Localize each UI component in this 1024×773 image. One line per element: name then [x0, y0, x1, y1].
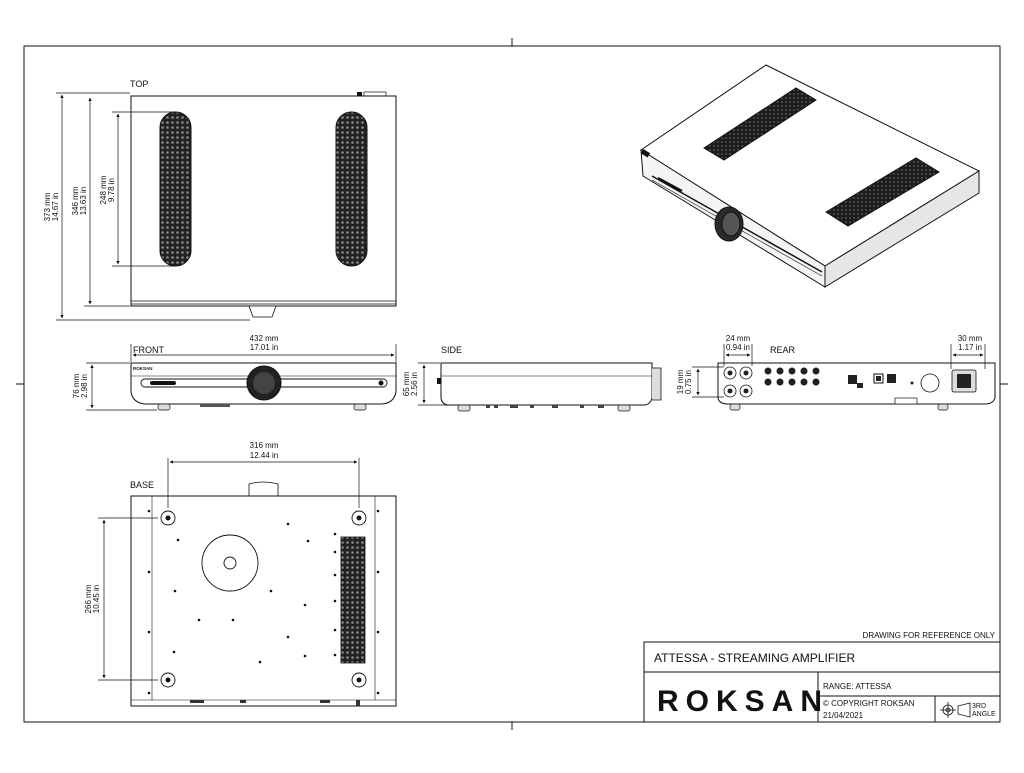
front-view: FRONT ROKSAN 432 mm 17.01 in 76 mm 2.98 … — [72, 334, 397, 411]
dim-24mm: 24 mm — [726, 334, 751, 343]
projection-text-1: 3RD — [972, 703, 986, 710]
top-view: TOP 373 mm 14.67 in 346 mm 13.63 in 248 … — [43, 79, 397, 321]
range-label: RANGE: ATTESSA — [823, 682, 892, 691]
dim-24in: 0.94 in — [726, 343, 750, 352]
dim-19mm: 19 mm — [676, 369, 685, 394]
dim-76mm: 76 mm — [72, 373, 81, 398]
base-vent-grille — [340, 536, 366, 664]
dim-266mm: 266 mm — [84, 584, 93, 613]
side-view-body — [440, 362, 653, 406]
side-view-label: SIDE — [441, 345, 462, 355]
side-view: SIDE 65 mm 2.56 in — [402, 345, 662, 412]
third-angle-projection-icon — [940, 702, 971, 718]
copyright-label: © COPYRIGHT ROKSAN — [823, 699, 915, 708]
base-view-label: BASE — [130, 480, 154, 490]
top-grille-left — [159, 111, 192, 267]
roksan-logo: ROKSAN — [657, 685, 829, 718]
dim-346mm: 346 mm — [71, 186, 80, 215]
front-badge: ROKSAN — [133, 366, 153, 371]
top-grille-right — [335, 111, 368, 267]
dim-248mm: 248 mm — [99, 175, 108, 204]
dim-65mm: 65 mm — [402, 371, 411, 396]
dim-373in: 14.67 in — [51, 193, 60, 221]
date-label: 21/04/2021 — [823, 711, 864, 720]
front-view-label: FRONT — [133, 345, 164, 355]
dim-373mm: 373 mm — [43, 192, 52, 221]
dim-19in: 0.75 in — [684, 370, 693, 394]
dim-432in: 17.01 in — [250, 343, 278, 352]
dim-30in: 1.17 in — [958, 343, 982, 352]
centre-marks — [16, 38, 1008, 730]
title-block: DRAWING FOR REFERENCE ONLY ATTESSA - STR… — [643, 631, 1001, 723]
dim-432mm: 432 mm — [250, 334, 279, 343]
dim-316in: 12.44 in — [250, 451, 278, 460]
dim-30mm: 30 mm — [958, 334, 983, 343]
dim-266in: 10.45 in — [92, 585, 101, 613]
top-view-label: TOP — [130, 79, 148, 89]
projection-text-2: ANGLE — [972, 711, 996, 718]
dim-316mm: 316 mm — [250, 441, 279, 450]
base-view: BASE — [84, 441, 397, 707]
dim-346in: 13.63 in — [79, 187, 88, 215]
dim-65in: 2.56 in — [410, 372, 419, 396]
rear-view: REAR — [676, 334, 996, 411]
dim-76in: 2.98 in — [80, 374, 89, 398]
rear-view-label: REAR — [770, 345, 796, 355]
drawing-title: ATTESSA - STREAMING AMPLIFIER — [654, 651, 855, 665]
isometric-view — [640, 64, 981, 288]
reference-note: DRAWING FOR REFERENCE ONLY — [863, 631, 996, 640]
dim-248in: 9.78 in — [107, 178, 116, 202]
volume-knob-outline — [248, 305, 277, 318]
